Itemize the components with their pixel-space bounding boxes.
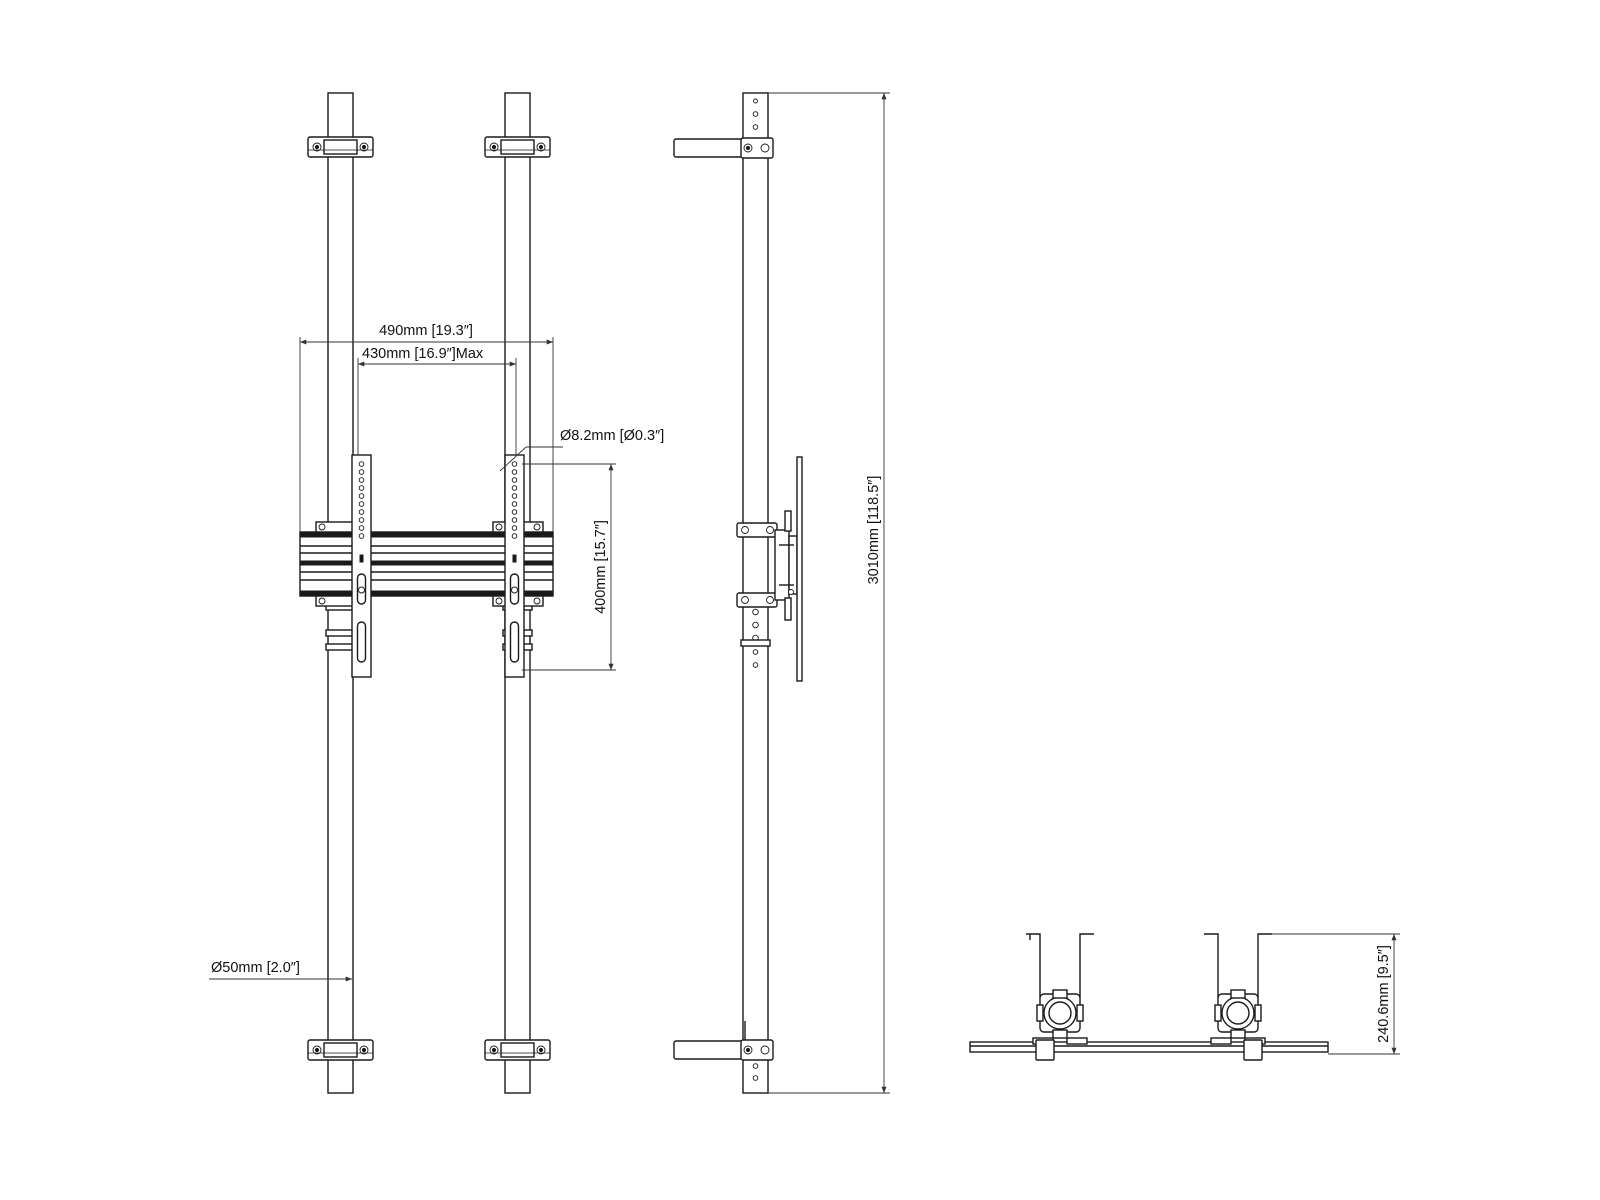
bottom-right-clamp bbox=[484, 1039, 551, 1061]
dim-490-label: 490mm [19.3″] bbox=[379, 323, 473, 339]
dim-490mm: 490mm [19.3″] bbox=[299, 323, 554, 532]
tilt-mechanism bbox=[774, 510, 798, 621]
top-view: 240.6mm [9.5″] bbox=[969, 933, 1400, 1061]
top-view-right-bracket bbox=[1204, 933, 1272, 1061]
bottom-left-clamp bbox=[307, 1039, 374, 1061]
top-view-rail bbox=[969, 1041, 1329, 1053]
dim-pole-label: Ø50mm [2.0″] bbox=[211, 960, 300, 976]
top-wall-standoff bbox=[673, 137, 774, 159]
side-mount-clamps bbox=[736, 522, 778, 608]
dim-400-label: 400mm [15.7″] bbox=[593, 520, 609, 614]
display-plate bbox=[796, 456, 803, 682]
dim-240mm: 240.6mm [9.5″] bbox=[1272, 933, 1400, 1055]
dim-pole-diameter: Ø50mm [2.0″] bbox=[209, 960, 352, 982]
left-vesa-bracket bbox=[351, 454, 372, 678]
side-view: 3010mm [118.5″] bbox=[673, 92, 890, 1094]
right-vesa-bracket bbox=[504, 454, 525, 678]
dim-hole-diameter: Ø8.2mm [Ø0.3″] bbox=[499, 428, 664, 472]
top-left-clamp bbox=[307, 136, 374, 158]
bottom-wall-standoff bbox=[673, 1021, 774, 1061]
dim-400mm: 400mm [15.7″] bbox=[522, 463, 616, 671]
dim-3010mm: 3010mm [118.5″] bbox=[768, 92, 890, 1094]
dim-430mm: 430mm [16.9″]Max bbox=[357, 346, 517, 455]
dim-3010-label: 3010mm [118.5″] bbox=[866, 476, 882, 585]
top-view-left-bracket bbox=[1026, 933, 1094, 1061]
dim-hole-label: Ø8.2mm [Ø0.3″] bbox=[560, 428, 664, 444]
front-view: 490mm [19.3″] 430mm [16.9″]Max Ø8.2mm [Ø… bbox=[209, 92, 664, 1094]
top-right-clamp bbox=[484, 136, 551, 158]
dim-240-label: 240.6mm [9.5″] bbox=[1376, 945, 1392, 1043]
dim-430-label: 430mm [16.9″]Max bbox=[362, 346, 484, 362]
